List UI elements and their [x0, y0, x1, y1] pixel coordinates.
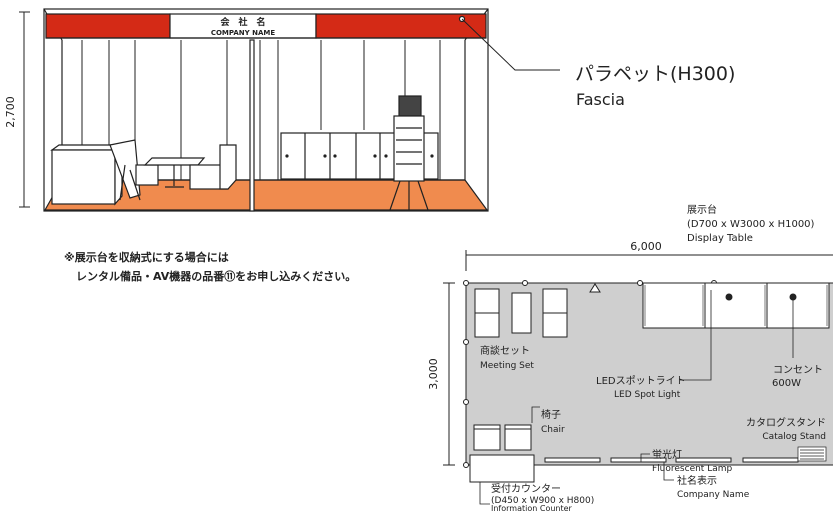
catalog-stand-plan	[797, 446, 827, 462]
catalog-label-en: Catalog Stand	[762, 432, 826, 442]
fascia-right	[315, 13, 487, 39]
fascia-left	[45, 13, 171, 39]
plan-width-label: 6,000	[630, 240, 662, 253]
catalog-label-jp: カタログスタンド	[746, 416, 826, 429]
parapet-label-en: Fascia	[576, 90, 625, 109]
led-label-en: LED Spot Light	[614, 390, 681, 400]
fascia-company-jp: 会 社 名	[220, 16, 265, 28]
meeting-set-label-en: Meeting Set	[480, 361, 534, 371]
company-sign-label-en: Company Name	[677, 490, 750, 500]
floor-plan	[443, 250, 833, 505]
counter-label-en: Information Counter	[491, 504, 573, 512]
chair-label-jp: 椅子	[541, 408, 561, 421]
outlet-label-en: 600W	[772, 378, 801, 389]
meeting-set-perspective	[135, 144, 237, 190]
booth-frame	[43, 8, 489, 212]
center-post	[249, 39, 255, 212]
outlet-label-jp: コンセント	[773, 364, 823, 376]
meeting-set-plan	[474, 288, 568, 338]
note-line-2: レンタル備品・AV機器の品番⑪をお申し込みください。	[76, 269, 356, 283]
fluorescent-label-jp: 蛍光灯	[652, 448, 682, 461]
display-table-label-en: Display Table	[687, 233, 753, 244]
catalog-stand-perspective	[389, 95, 429, 211]
height-label: 2,700	[4, 96, 17, 128]
fluorescent-label-en: Fluorescent Lamp	[652, 464, 732, 474]
meeting-set-label-jp: 商談セット	[480, 344, 530, 357]
parapet-leader	[461, 18, 560, 71]
fascia-company-en: COMPANY NAME	[211, 29, 276, 37]
counter-plan	[469, 454, 535, 483]
chairs-plan	[473, 424, 532, 451]
parapet-label-jp: パラペット(H300)	[575, 63, 735, 85]
outlet-icons	[725, 293, 797, 358]
company-sign-label-jp: 社名表示	[677, 474, 717, 487]
counter-perspective	[50, 143, 124, 206]
plan-depth-label: 3,000	[427, 358, 440, 390]
display-table-label-dims: (D700 x W3000 x H1000)	[687, 219, 815, 230]
note-line-1: ※展示台を収納式にする場合には	[64, 250, 229, 264]
led-label-jp: LEDスポットライト	[596, 375, 686, 387]
wall-posts	[463, 280, 717, 468]
counter-label-jp: 受付カウンター	[491, 482, 561, 495]
display-table-label-jp: 展示台	[687, 203, 717, 216]
counter-label-dims: (D450 x W900 x H800)	[491, 496, 594, 506]
display-tables	[642, 282, 830, 329]
chair-perspective	[109, 139, 141, 201]
chair-label-en: Chair	[541, 425, 565, 435]
booth-perspective	[19, 8, 560, 212]
